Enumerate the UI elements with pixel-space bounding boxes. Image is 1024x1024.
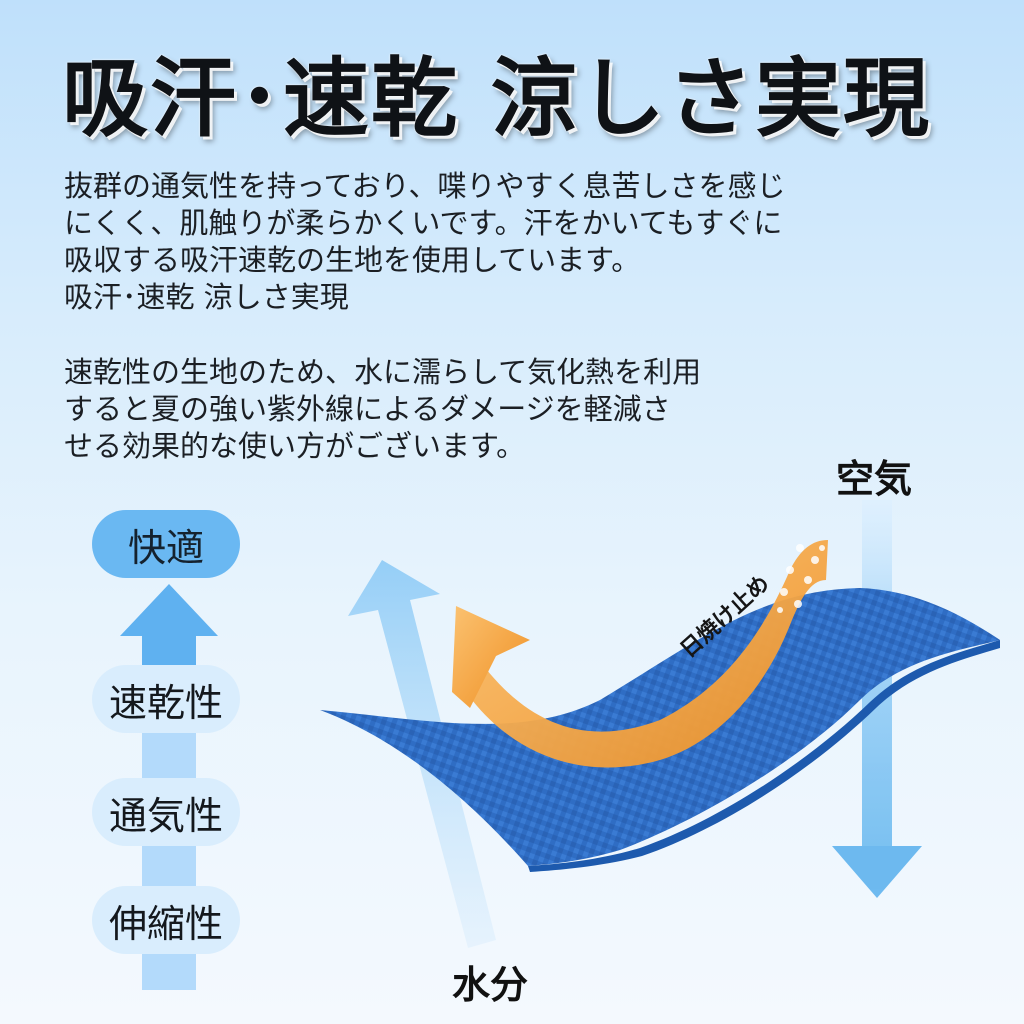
- feature-pill-quick-dry: 速乾性: [92, 665, 240, 733]
- water-label: 水分: [452, 963, 529, 1007]
- text-line: 吸汗･速乾 涼しさ実現: [64, 280, 349, 314]
- text-line: せる効果的な使い方がございます。: [64, 429, 526, 463]
- feature-pill-comfort: 快適: [92, 510, 240, 578]
- uv-band: [452, 540, 828, 768]
- text-line: 抜群の通気性を持っており、喋りやすく息苦しさを感じ: [64, 169, 786, 203]
- text-line: にくく、肌触りが柔らかくいです。汗をかいてもすぐに: [64, 206, 783, 240]
- headline: 吸汗･速乾 涼しさ実現: [62, 49, 931, 149]
- text-line: 速乾性の生地のため、水に濡らして気化熱を利用: [64, 355, 702, 389]
- feature-pill-breathability: 通気性: [92, 778, 240, 846]
- description-paragraph-1: 抜群の通気性を持っており、喋りやすく息苦しさを感じ にくく、肌触りが柔らかくいで…: [64, 168, 786, 316]
- air-label: 空気: [836, 457, 913, 501]
- text-line: すると夏の強い紫外線によるダメージを軽減さ: [64, 392, 671, 426]
- text-line: 吸収する吸汗速乾の生地を使用しています。: [64, 243, 641, 277]
- arrow-up-icon: [120, 584, 218, 636]
- description-paragraph-2: 速乾性の生地のため、水に濡らして気化熱を利用 すると夏の強い紫外線によるダメージ…: [64, 354, 701, 465]
- feature-pill-stretch: 伸縮性: [92, 886, 240, 954]
- feature-ladder: 快適 速乾性 通気性 伸縮性: [92, 510, 252, 990]
